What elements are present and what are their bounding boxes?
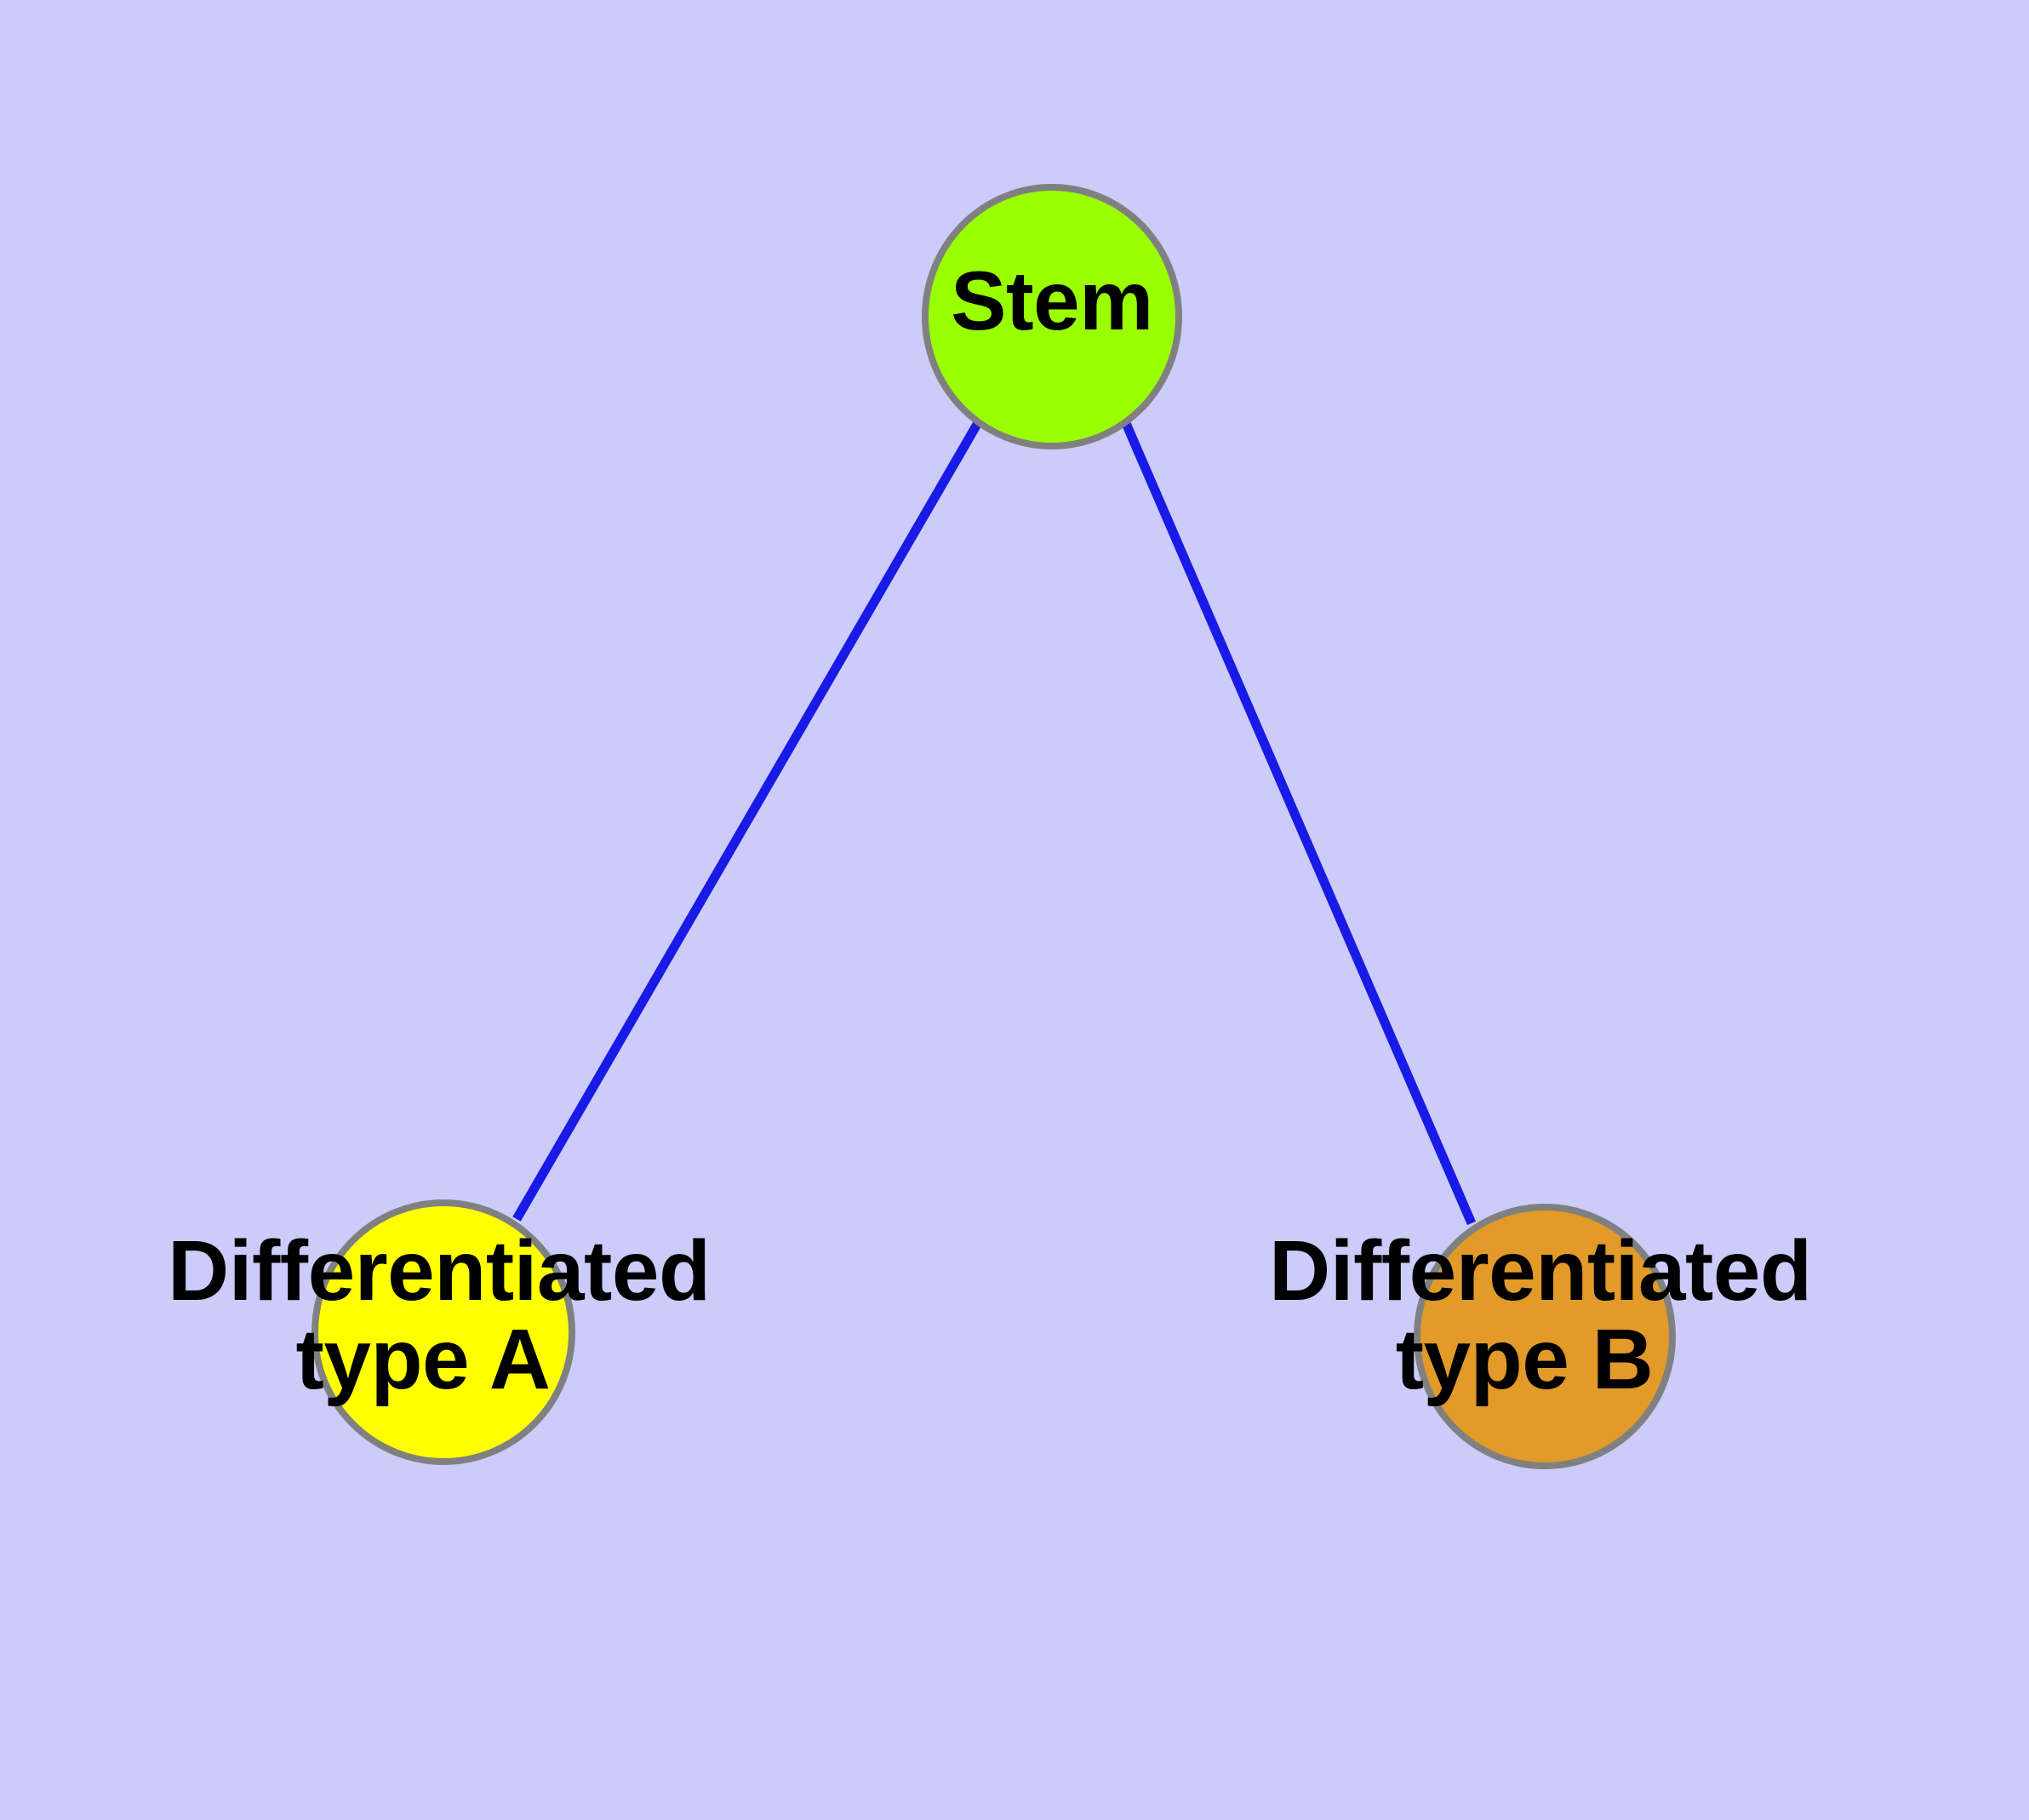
edge-group bbox=[512, 419, 1477, 1226]
node-stem[interactable] bbox=[922, 184, 1182, 449]
edge-stem-to-type-b[interactable] bbox=[1120, 419, 1477, 1226]
edge-stem-to-type-a[interactable] bbox=[512, 419, 983, 1222]
node-group bbox=[311, 184, 1676, 1469]
node-differentiated-type-b[interactable] bbox=[1414, 1204, 1676, 1469]
node-differentiated-type-a[interactable] bbox=[311, 1199, 575, 1465]
